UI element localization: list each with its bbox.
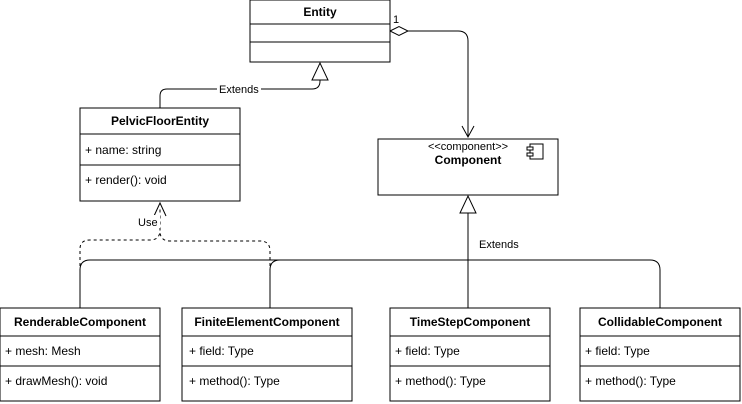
aggregation-entity-component: 1 xyxy=(388,14,475,139)
attribute: + field: Type xyxy=(189,344,254,358)
generalization-triangle-component xyxy=(459,194,477,214)
attribute: + name: string xyxy=(85,143,161,157)
attribute: + mesh: Mesh xyxy=(5,344,81,358)
class-renderable-component[interactable]: RenderableComponent + mesh: Mesh + drawM… xyxy=(0,307,161,402)
generalization-pelvic-entity: Extends xyxy=(159,61,329,108)
class-title: TimeStepComponent xyxy=(410,315,530,329)
operation: + method(): Type xyxy=(189,374,280,388)
multiplicity-label: 1 xyxy=(393,14,399,26)
operation: + method(): Type xyxy=(585,374,676,388)
class-title: RenderableComponent xyxy=(14,315,146,329)
class-entity[interactable]: Entity xyxy=(249,0,391,63)
operation: + method(): Type xyxy=(395,374,486,388)
attribute: + field: Type xyxy=(585,344,650,358)
use-arrowhead xyxy=(153,201,167,217)
class-title: Component xyxy=(435,153,502,167)
class-title: FiniteElementComponent xyxy=(194,315,339,329)
attribute: + field: Type xyxy=(395,344,460,358)
aggregation-diamond xyxy=(388,25,410,37)
class-component[interactable]: <<component>> Component xyxy=(377,138,559,196)
dependency-use: Use xyxy=(79,201,271,308)
generalization-components: Extends xyxy=(79,194,661,308)
operation: + drawMesh(): void xyxy=(5,374,107,388)
class-finite-element-component[interactable]: FiniteElementComponent + field: Type + m… xyxy=(181,307,353,402)
open-arrowhead xyxy=(461,125,475,139)
generalization-triangle xyxy=(311,61,329,81)
class-title: Entity xyxy=(303,5,337,19)
component-icon xyxy=(526,143,544,160)
class-title: CollidableComponent xyxy=(598,315,722,329)
use-label: Use xyxy=(138,217,158,229)
class-collidable-component[interactable]: CollidableComponent + field: Type + meth… xyxy=(579,307,741,402)
class-pelvic-floor-entity[interactable]: PelvicFloorEntity + name: string + rende… xyxy=(79,107,241,202)
class-title: PelvicFloorEntity xyxy=(111,114,209,128)
extends-label-entity: Extends xyxy=(219,84,259,96)
operation: + render(): void xyxy=(85,173,167,187)
extends-label-component: Extends xyxy=(479,239,519,251)
class-time-step-component[interactable]: TimeStepComponent + field: Type + method… xyxy=(389,307,551,402)
stereotype-label: <<component>> xyxy=(428,141,508,153)
